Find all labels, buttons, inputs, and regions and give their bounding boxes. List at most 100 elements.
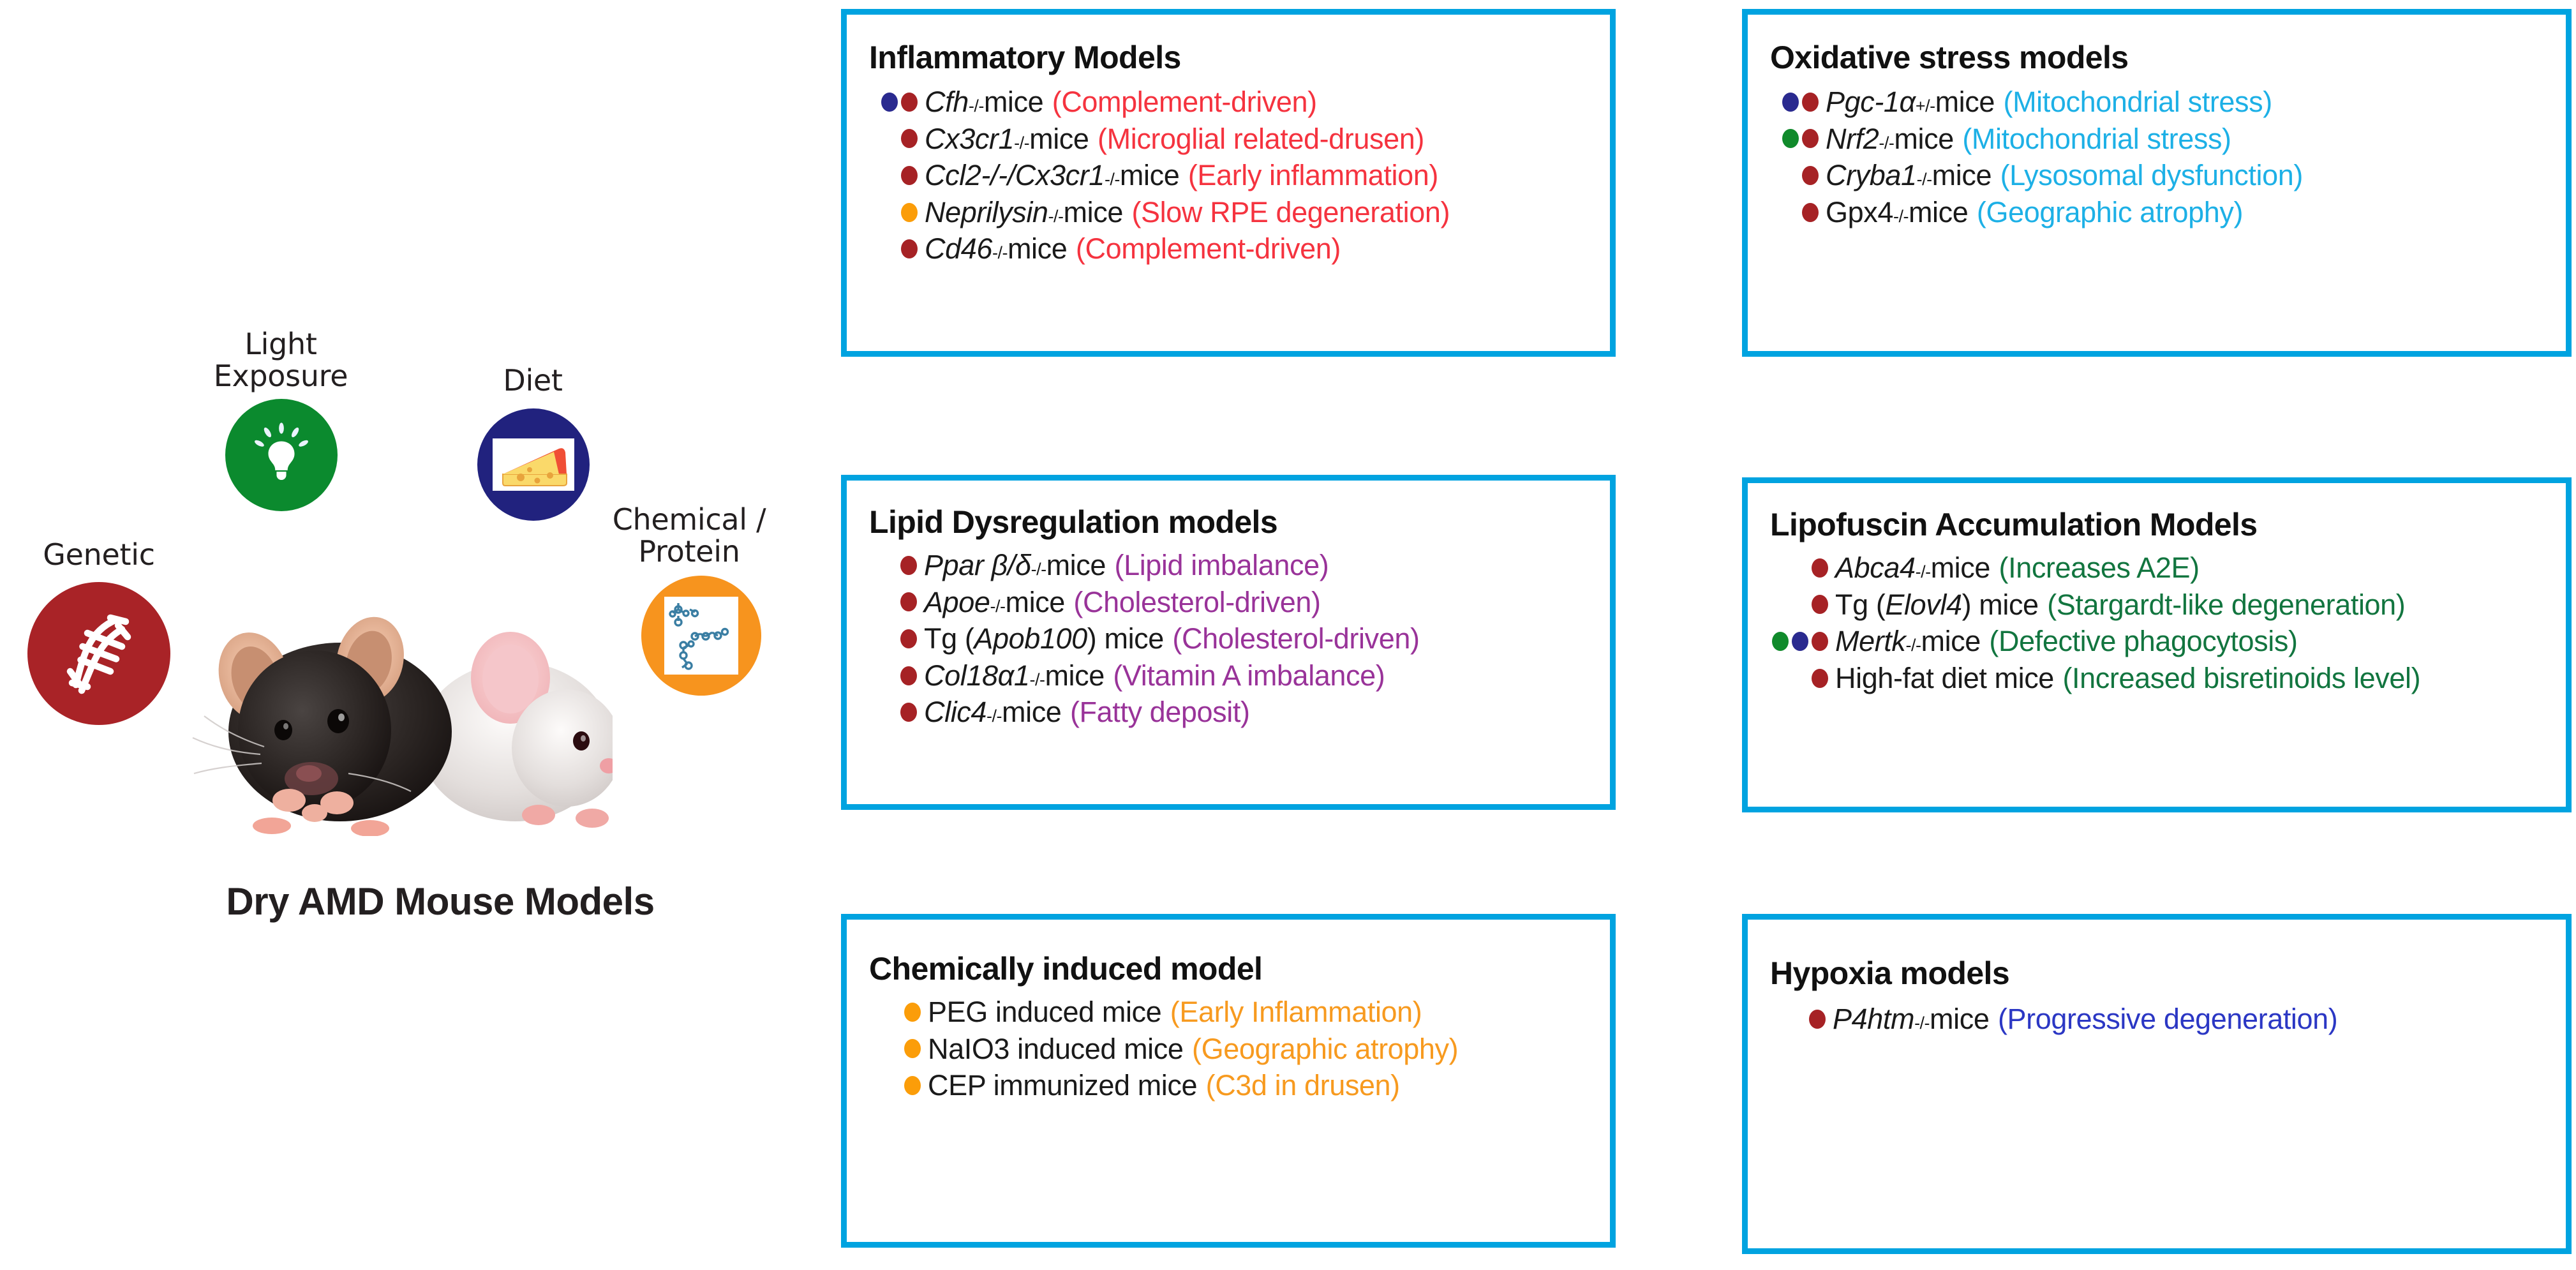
category-dots <box>900 592 921 612</box>
model-note: (Complement-driven) <box>1075 232 1341 265</box>
category-dots <box>1812 595 1833 615</box>
list-item: Tg (Apob100) mice (Cholesterol-driven) <box>900 620 1610 657</box>
category-dots <box>901 239 922 259</box>
mice-text: mice <box>1045 659 1105 692</box>
model-note: (Geographic atrophy) <box>1976 195 2244 228</box>
model-note: (Mitochondrial stress) <box>2003 86 2273 118</box>
genotype-sup: -/- <box>1029 669 1045 689</box>
genotype-sup: -/- <box>1893 206 1909 226</box>
factor-label-chemical: Chemical / Protein <box>609 504 769 567</box>
mice-photograph <box>184 563 622 837</box>
category-dots <box>904 1075 925 1095</box>
mice-text: mice <box>1002 696 1062 729</box>
list-item: Clic4-/- mice (Fatty deposit) <box>900 694 1610 731</box>
model-name: High-fat diet mice <box>1835 661 2054 694</box>
list-item: Ppar β/δ-/- mice (Lipid imbalance) <box>900 547 1610 584</box>
model-box-lipid: Lipid Dysregulation models Ppar β/δ-/- m… <box>841 475 1616 810</box>
dot-genetic <box>1809 1009 1826 1029</box>
category-dots <box>900 629 921 648</box>
gene-name: Cd46 <box>925 232 992 265</box>
model-box-lipofuscin: Lipofuscin Accumulation Models Abca4-/- … <box>1742 477 2572 812</box>
dot-genetic <box>901 92 918 112</box>
dot-genetic <box>900 666 917 685</box>
dot-genetic <box>901 239 918 259</box>
genotype-sup: -/- <box>1031 560 1046 579</box>
gene-name: Apoe <box>924 585 990 618</box>
genotype-sup: -/- <box>990 596 1006 616</box>
box-title-inflammatory: Inflammatory Models <box>869 40 1181 75</box>
figure-caption: Dry AMD Mouse Models <box>226 880 655 923</box>
factor-label-chemical-line2: Protein <box>638 534 740 569</box>
model-note: (Lysosomal dysfunction) <box>2000 159 2304 192</box>
factor-circle-genetic[interactable] <box>27 582 170 725</box>
model-name: PEG induced mice <box>928 996 1162 1028</box>
model-box-hypoxia: Hypoxia models P4htm-/- mice (Progressiv… <box>1742 914 2572 1254</box>
mice-text: ) mice <box>1962 588 2039 621</box>
genotype-sup: -/- <box>1879 133 1895 153</box>
gene-name: Abca4 <box>1835 551 1916 584</box>
model-note: (Increases A2E) <box>1999 551 2200 584</box>
list-item: Cd46-/- mice (Complement-driven) <box>881 230 1610 267</box>
gene-name: Cfh <box>925 86 969 118</box>
dot-genetic <box>1812 668 1828 688</box>
model-note: (Slow RPE degeneration) <box>1131 195 1450 228</box>
list-item: Gpx4-/- mice (Geographic atrophy) <box>1782 194 2566 231</box>
dot-genetic <box>1802 165 1819 185</box>
model-note: (Geographic atrophy) <box>1192 1032 1459 1065</box>
model-note: (C3d in drusen) <box>1205 1069 1401 1102</box>
dot-light <box>1782 129 1799 149</box>
category-dots <box>1802 202 1823 222</box>
box-title-lipofuscin: Lipofuscin Accumulation Models <box>1770 507 2258 542</box>
list-item: Pgc-1α+/- mice (Mitochondrial stress) <box>1782 84 2566 121</box>
molecule-icon <box>664 597 738 675</box>
factor-circle-chemical[interactable] <box>641 576 761 696</box>
list-item: Apoe-/- mice (Cholesterol-driven) <box>900 584 1610 621</box>
model-note: (Lipid imbalance) <box>1114 549 1329 581</box>
genotype-sup: -/- <box>1104 170 1120 190</box>
dot-genetic <box>1812 631 1828 651</box>
mice-text: mice <box>1029 122 1089 155</box>
list-item: High-fat diet mice (Increased bisretinoi… <box>1772 660 2566 697</box>
dot-light <box>1772 631 1789 651</box>
gene-name: Gpx4 <box>1826 195 1893 228</box>
model-list-lipid: Ppar β/δ-/- mice (Lipid imbalance) Apoe-… <box>900 547 1610 731</box>
list-item: Cfh-/- mice (Complement-driven) <box>881 84 1610 121</box>
box-title-oxidative: Oxidative stress models <box>1770 40 2129 75</box>
dot-genetic <box>1802 202 1819 222</box>
mice-text: mice <box>1894 122 1954 155</box>
factor-circle-light[interactable] <box>225 399 338 511</box>
category-dots <box>1802 165 1823 185</box>
genotype-sup: -/- <box>986 706 1002 726</box>
category-dots <box>900 703 921 722</box>
category-dots <box>881 92 922 112</box>
model-note: (Fatty deposit) <box>1069 696 1250 729</box>
list-item: Neprilysin-/- mice (Slow RPE degeneratio… <box>881 194 1610 231</box>
gene-name: Apob100 <box>974 622 1087 655</box>
gene-name: P4htm <box>1833 1003 1915 1035</box>
gene-name: Pgc-1α <box>1826 86 1916 118</box>
list-item: CEP immunized mice (C3d in drusen) <box>904 1067 1610 1104</box>
model-note: (Progressive degeneration) <box>1997 1003 2338 1035</box>
model-note: (Increased bisretinoids level) <box>2062 661 2421 694</box>
mice-text: mice <box>1930 551 1991 584</box>
lightbulb-icon <box>247 419 316 491</box>
category-dots <box>1782 129 1823 149</box>
genotype-sup: -/- <box>1915 562 1931 581</box>
list-item: NaIO3 induced mice (Geographic atrophy) <box>904 1031 1610 1068</box>
gene-name: Ccl2-/-/Cx3cr1 <box>925 159 1105 192</box>
factors-panel: Light Exposure Diet <box>0 0 830 1270</box>
dot-genetic <box>901 165 918 185</box>
factor-label-genetic: Genetic <box>22 539 175 571</box>
list-item: P4htm-/- mice (Progressive degeneration) <box>1809 1001 2566 1038</box>
model-note: (Mitochondrial stress) <box>1962 122 2231 155</box>
gene-name: Neprilysin <box>925 195 1048 228</box>
mice-text: mice <box>1932 159 1992 192</box>
category-dots <box>900 555 921 575</box>
factor-circle-diet[interactable] <box>477 408 590 521</box>
list-item: Nrf2-/- mice (Mitochondrial stress) <box>1782 121 2566 158</box>
mice-text: mice <box>1908 195 1969 228</box>
dot-chemical <box>901 202 918 222</box>
model-note: (Stargardt-like degeneration) <box>2047 588 2406 621</box>
mice-text: mice <box>983 86 1044 118</box>
dot-genetic <box>900 592 917 612</box>
